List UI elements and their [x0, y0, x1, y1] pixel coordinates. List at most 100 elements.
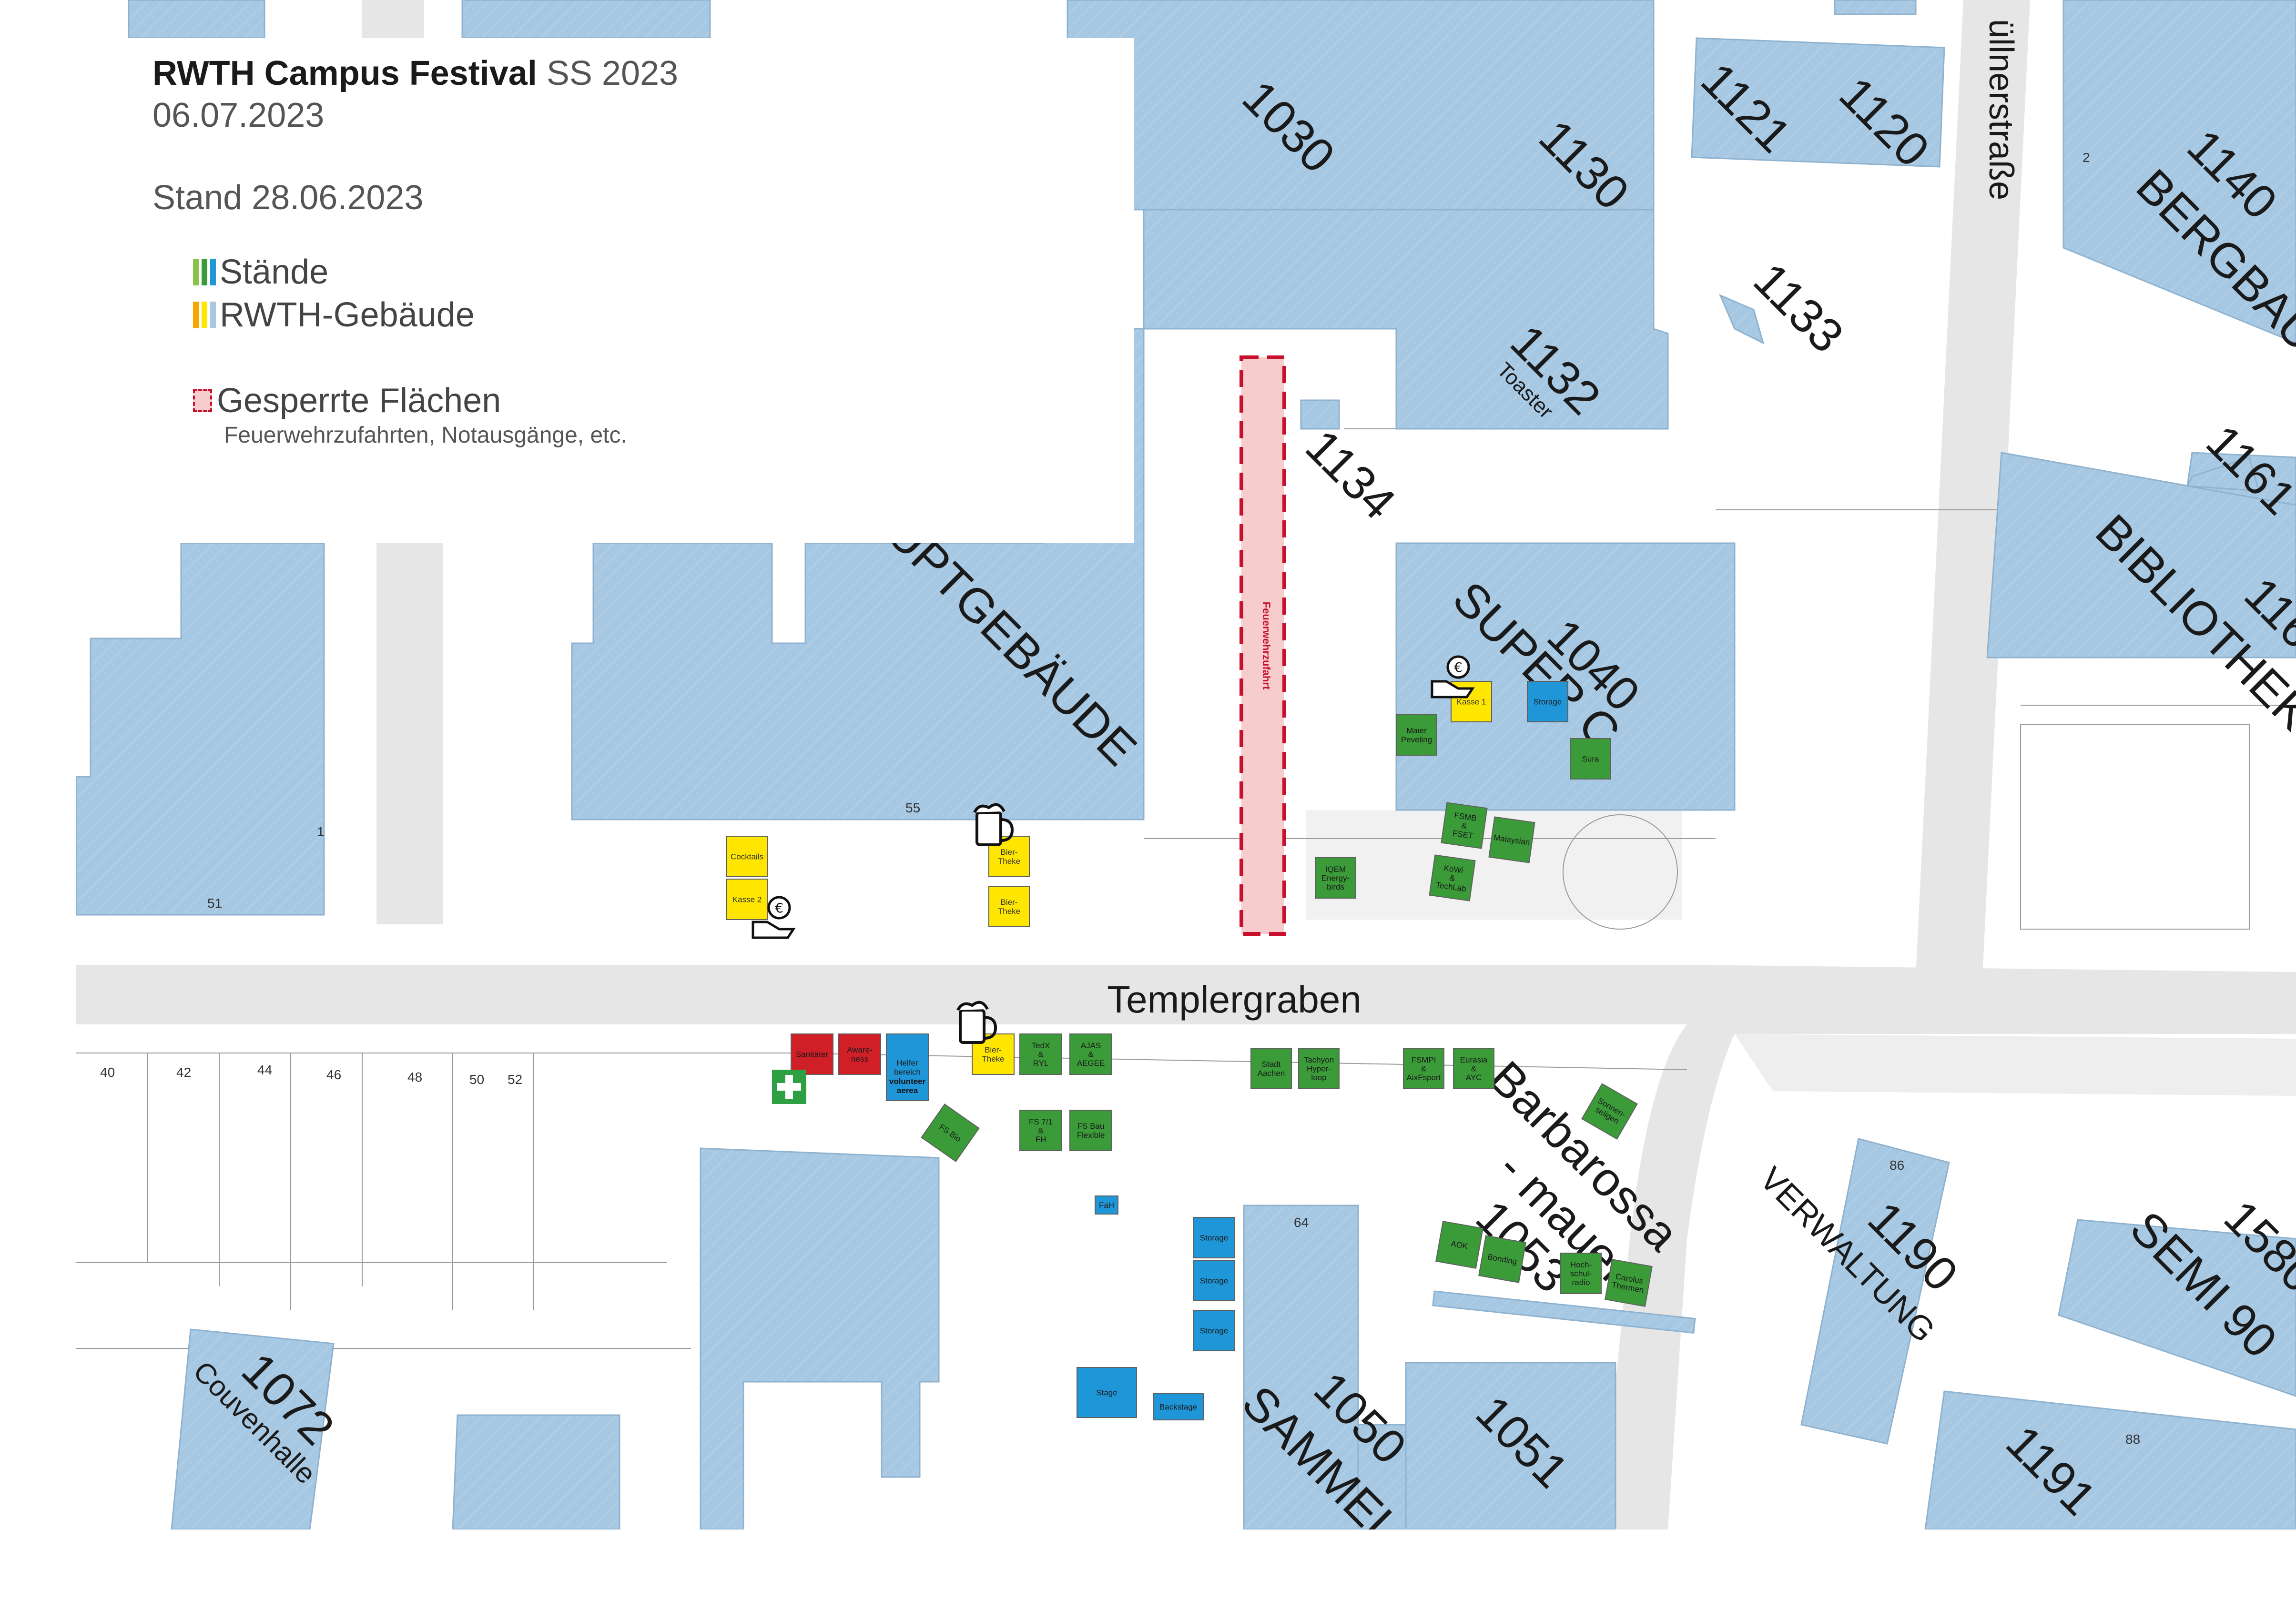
svg-text:44: 44 — [257, 1063, 272, 1077]
closed-area-label: Feuerwehrzufahrt — [1260, 602, 1272, 690]
stall-carolus: CarolusThermen — [1605, 1259, 1653, 1307]
svg-text:46: 46 — [326, 1067, 341, 1082]
stall-label-storage3: Storage — [1200, 1326, 1229, 1335]
legend-buildings: RWTH-Gebäude — [193, 294, 678, 336]
svg-text:48: 48 — [407, 1070, 422, 1084]
street-templergraben: Templergraben — [1107, 978, 1361, 1021]
svg-text:88: 88 — [2125, 1432, 2140, 1447]
stall-label-bier1: Bier-Theke — [998, 848, 1020, 866]
stall-label-fsmpi: FSMPI&AixFsport — [1407, 1055, 1441, 1082]
map-title: RWTH Campus Festival SS 2023 — [152, 54, 679, 92]
stall-label-storage_top: Storage — [1534, 697, 1562, 706]
stall-label-bier2: Bier-Theke — [998, 898, 1020, 916]
svg-text:€: € — [1454, 659, 1463, 675]
building-1133 — [1719, 294, 1765, 344]
stall-sanitaeter: Sanitäter — [791, 1033, 833, 1075]
first-aid-icon — [772, 1070, 806, 1104]
stall-tedx: TedX&RYL — [1019, 1033, 1062, 1075]
stall-label-stage: Stage — [1096, 1388, 1117, 1397]
stall-fsmpi: FSMPI&AixFsport — [1403, 1048, 1444, 1089]
stall-ajas: AJAS&AEGEE — [1069, 1033, 1112, 1075]
stall-fah: FaH — [1095, 1195, 1118, 1215]
cash-hand-icon: € — [1431, 655, 1475, 699]
stall-aok: AOK — [1435, 1221, 1483, 1269]
stall-kowi: KoWi&TechLab — [1429, 854, 1476, 901]
svg-text:42: 42 — [176, 1065, 191, 1080]
beer-mug-icon — [956, 1001, 997, 1044]
svg-text:40: 40 — [100, 1065, 115, 1080]
svg-text:86: 86 — [1890, 1158, 1904, 1173]
building-1134 — [1300, 399, 1340, 430]
stall-fsmb: FSMB&FSET — [1441, 802, 1488, 849]
stall-bier3: Bier-Theke — [972, 1033, 1015, 1075]
stall-bier2: Bier-Theke — [988, 886, 1030, 927]
roads — [76, 0, 2296, 1529]
event-date: 06.07.2023 — [152, 96, 325, 134]
stall-storage_top: Storage — [1527, 681, 1568, 722]
stall-hochschulradio: Hoch-schul-radio — [1560, 1253, 1602, 1294]
stall-bier1: Bier-Theke — [988, 836, 1030, 877]
legend-closed: Gesperrte Flächen — [193, 379, 678, 422]
stall-label-eurasia: Eurasia&AYC — [1460, 1055, 1488, 1082]
stall-fsbio: FS Bio — [921, 1104, 980, 1162]
house-numbers: 55 51 1 64 86 88 2 40 42 44 46 48 50 52 — [100, 150, 2140, 1447]
building-1191 — [1924, 1390, 2296, 1530]
stall-bonding: Bonding — [1478, 1235, 1526, 1283]
legend-closed-note: Feuerwehrzufahrten, Notausgänge, etc. — [224, 423, 627, 448]
stall-label-fah: FaH — [1099, 1201, 1114, 1210]
svg-text:2: 2 — [2083, 150, 2090, 165]
stall-awareness: Aware-ness — [838, 1033, 881, 1075]
stall-label-storage1: Storage — [1200, 1233, 1229, 1242]
stall-label-sanitaeter: Sanitäter — [796, 1050, 828, 1059]
stall-fs71: FS 7/1&FH — [1019, 1110, 1062, 1151]
svg-text:64: 64 — [1294, 1215, 1309, 1230]
stall-cocktails: Cocktails — [726, 836, 768, 877]
buildings — [75, 0, 2296, 1530]
stall-label-kasse2: Kasse 2 — [732, 895, 762, 904]
stall-eurasia: Eurasia&AYC — [1453, 1048, 1494, 1089]
svg-text:€: € — [775, 900, 783, 916]
stall-label-bier3: Bier-Theke — [982, 1045, 1004, 1063]
building-1050 — [1243, 1205, 1359, 1530]
stall-storage1: Storage — [1193, 1217, 1235, 1258]
building-1580 — [2058, 1219, 2296, 1397]
stall-stage: Stage — [1077, 1367, 1137, 1418]
stall-kasse2: Kasse 2 — [726, 879, 768, 920]
svg-text:1: 1 — [317, 824, 325, 839]
stall-malaysian: Malaysian — [1488, 816, 1535, 863]
building-1242 — [128, 0, 265, 39]
stall-label-hochschulradio: Hoch-schul-radio — [1570, 1260, 1592, 1287]
stall-label-sura: Sura — [1582, 754, 1599, 763]
stall-storage2: Storage — [1193, 1260, 1235, 1301]
stall-label-awareness: Aware-ness — [847, 1045, 873, 1063]
legend-stalls: Stände — [193, 251, 678, 294]
stall-bonnbedigen: Sonnen-seligen — [1581, 1083, 1638, 1140]
stall-storage3: Storage — [1193, 1310, 1235, 1351]
building-top-mid — [461, 0, 711, 39]
stall-label-tedx: TedX&RYL — [1032, 1041, 1050, 1068]
svg-text:51: 51 — [207, 896, 222, 911]
svg-text:52: 52 — [508, 1072, 522, 1087]
stall-label-cocktails: Cocktails — [731, 852, 763, 861]
svg-text:50: 50 — [469, 1072, 484, 1087]
stall-label-kasse1: Kasse 1 — [1457, 697, 1486, 706]
cash-hand-icon: € — [752, 896, 796, 939]
stall-backstage: Backstage — [1153, 1393, 1204, 1420]
legend: RWTH Campus Festival SS 2023 06.07.2023 … — [152, 52, 678, 448]
stall-label-storage2: Storage — [1200, 1276, 1229, 1285]
closed-area-feuerwehrzufahrt: Feuerwehrzufahrt — [1239, 355, 1286, 936]
building-south-2 — [452, 1414, 620, 1530]
stall-label-fs71: FS 7/1&FH — [1029, 1117, 1053, 1144]
